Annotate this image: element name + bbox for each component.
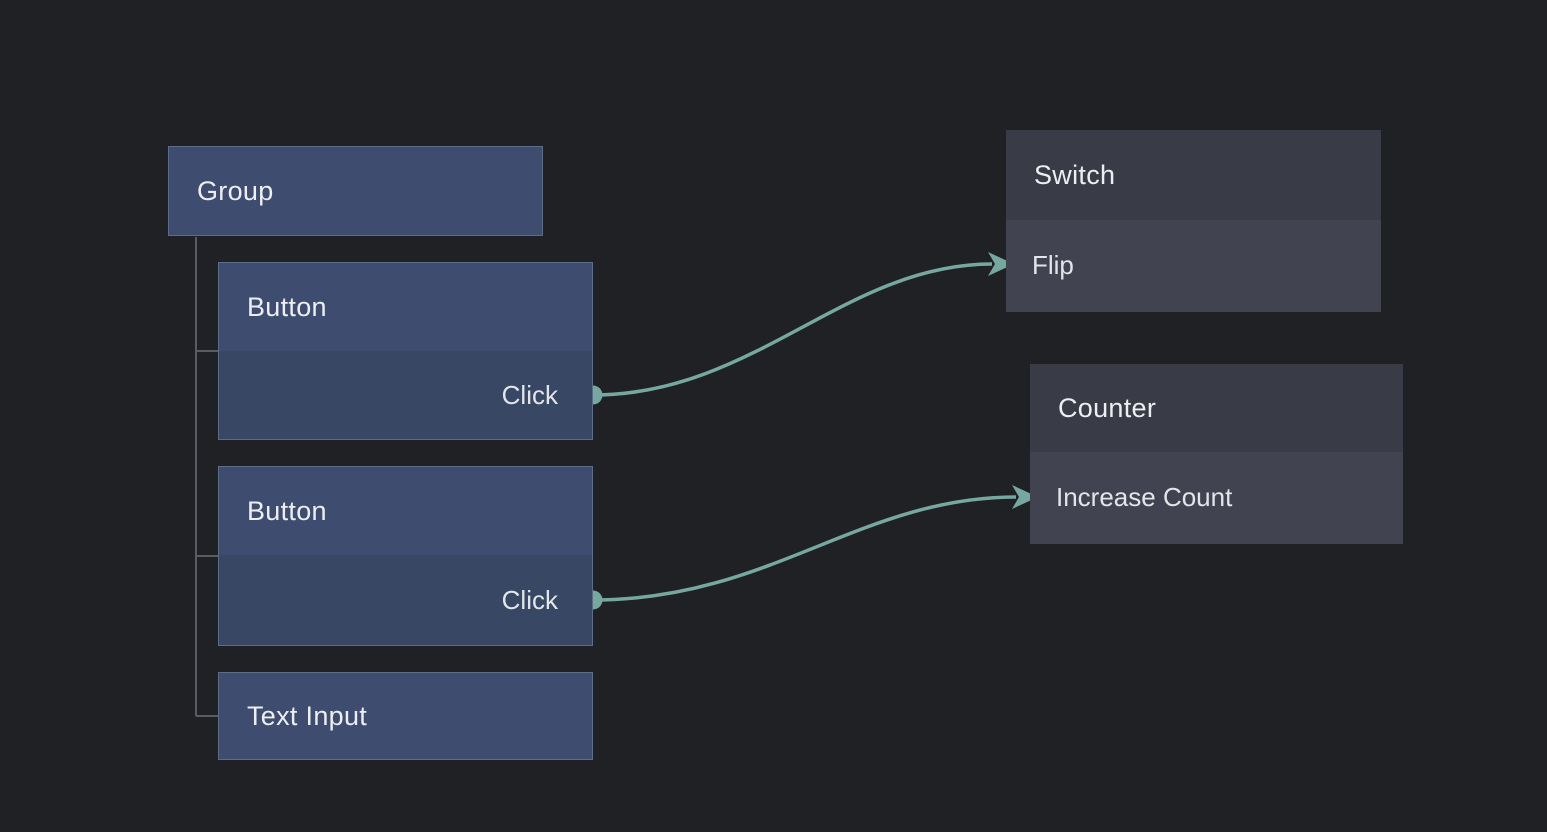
connection-button1-click-to-switch-flip[interactable] [592, 262, 993, 397]
node-text-input[interactable]: Text Input [218, 672, 593, 760]
node-button-2-header: Button [219, 467, 592, 555]
node-button-1[interactable]: Button Click [218, 262, 593, 440]
node-group[interactable]: Group [168, 146, 543, 236]
hierarchy-lines [195, 237, 218, 717]
node-button-2[interactable]: Button Click [218, 466, 593, 646]
node-switch-title: Switch [1034, 159, 1116, 190]
node-counter-title: Counter [1058, 392, 1157, 423]
node-text-input-header: Text Input [219, 673, 592, 759]
node-switch-flip-label: Flip [1032, 249, 1074, 280]
node-counter-increase-count-label: Increase Count [1056, 481, 1233, 512]
node-button-2-title: Button [247, 495, 327, 526]
node-group-title: Group [197, 175, 274, 206]
node-text-input-title: Text Input [247, 700, 368, 731]
node-switch-header: Switch [1006, 130, 1381, 220]
node-counter-increase-count-row: Increase Count [1030, 452, 1403, 542]
node-group-header: Group [169, 147, 542, 235]
node-button-2-click-row: Click [219, 555, 592, 645]
node-button-1-title: Button [247, 291, 327, 322]
node-button-1-header: Button [219, 263, 592, 351]
node-button-1-click-label: Click [501, 379, 558, 410]
node-counter[interactable]: Counter Increase Count [1030, 364, 1403, 544]
node-switch-flip-row: Flip [1006, 220, 1381, 310]
node-button-1-click-row: Click [219, 351, 592, 439]
connection-button2-click-to-counter-increase-count[interactable] [592, 495, 1017, 602]
node-button-2-click-label: Click [501, 584, 558, 615]
node-switch[interactable]: Switch Flip [1006, 130, 1381, 312]
node-counter-header: Counter [1030, 364, 1403, 452]
